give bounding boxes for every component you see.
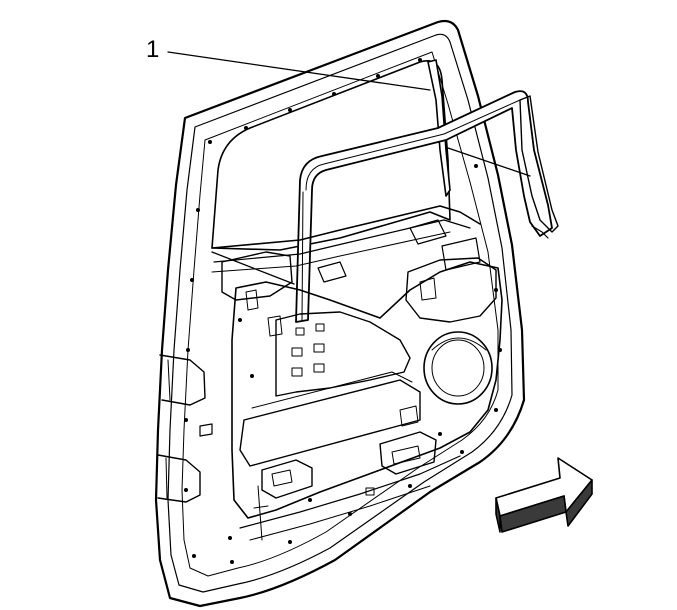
- belt-line: [211, 205, 481, 249]
- lower-pocket-right: [379, 431, 437, 475]
- access-hole-lower: [239, 379, 421, 467]
- door-flange-inner: [167, 33, 513, 593]
- direction-arrow-icon: [495, 457, 593, 533]
- hinge-reinforcement-lower: [157, 454, 201, 503]
- regulator-plate: [275, 311, 411, 397]
- door-outer-shell: [154, 19, 526, 608]
- mirror-mount-bracket: [221, 251, 293, 301]
- door-flange-inner-2: [181, 51, 499, 577]
- lower-pocket-left: [261, 459, 313, 499]
- glass-run-channel: [295, 90, 553, 323]
- callout-1-leader: [167, 51, 431, 91]
- latch-pocket: [405, 257, 497, 323]
- callout-label-1: 1: [146, 36, 160, 63]
- hinge-reinforcement-upper: [159, 354, 206, 406]
- glass-run-end: [519, 95, 559, 233]
- speaker-opening: [423, 331, 493, 405]
- inner-panel-cavity: [231, 261, 503, 519]
- fastener-holes: [184, 58, 502, 564]
